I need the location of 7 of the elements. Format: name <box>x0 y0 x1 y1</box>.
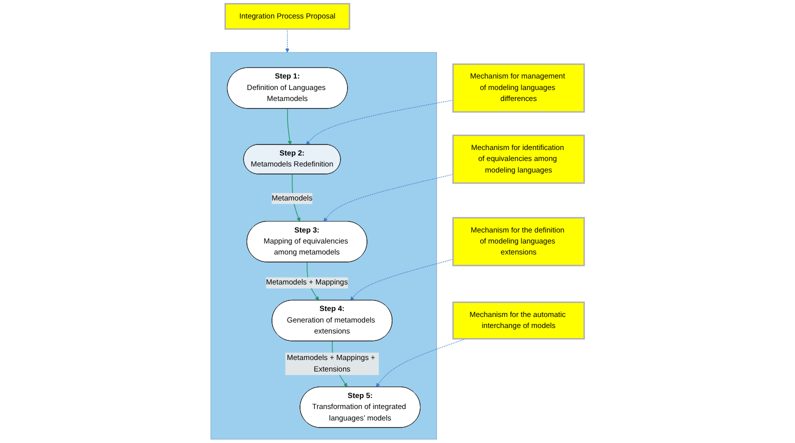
arrow <box>350 258 454 301</box>
arrow <box>306 100 454 145</box>
arrow <box>376 338 466 388</box>
cluster <box>210 52 437 440</box>
arrow <box>285 28 290 53</box>
arrow <box>324 174 454 222</box>
arrow <box>287 108 292 145</box>
